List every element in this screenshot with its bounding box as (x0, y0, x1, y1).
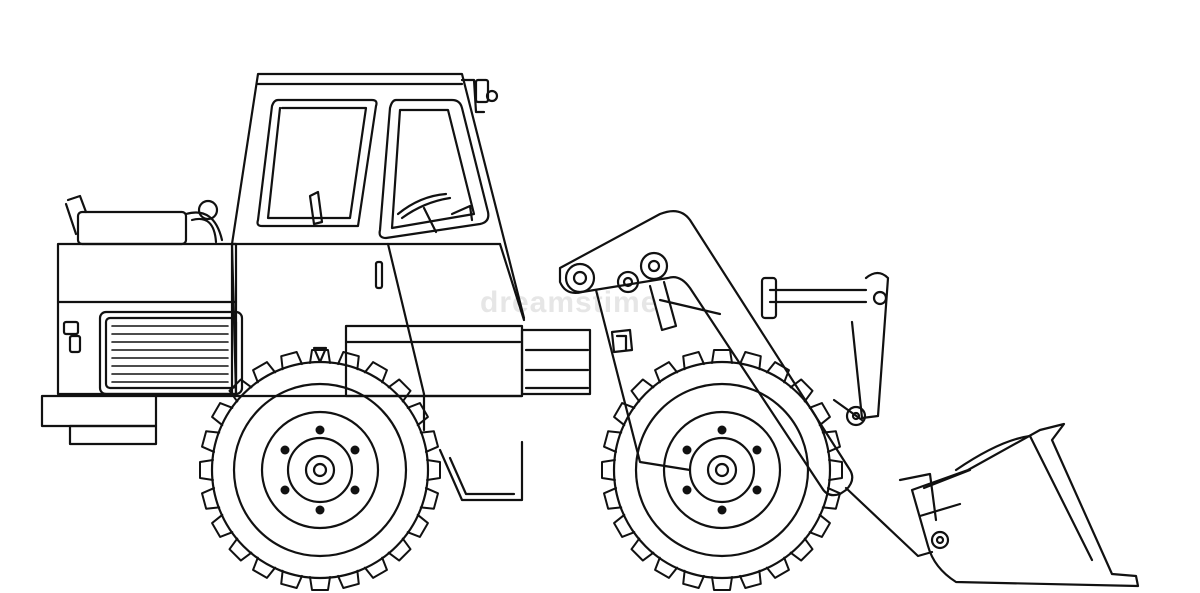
engine-top (64, 194, 224, 246)
rear-wheel (199, 346, 441, 591)
cab-rear-window (256, 98, 378, 228)
front-wheel (601, 349, 843, 591)
chassis (344, 324, 592, 502)
loader-arm (558, 209, 890, 497)
cab (230, 72, 526, 396)
cab-front-window (378, 98, 490, 240)
radiator-grille (98, 310, 244, 396)
rear-body (40, 242, 524, 446)
bucket (844, 422, 1140, 588)
